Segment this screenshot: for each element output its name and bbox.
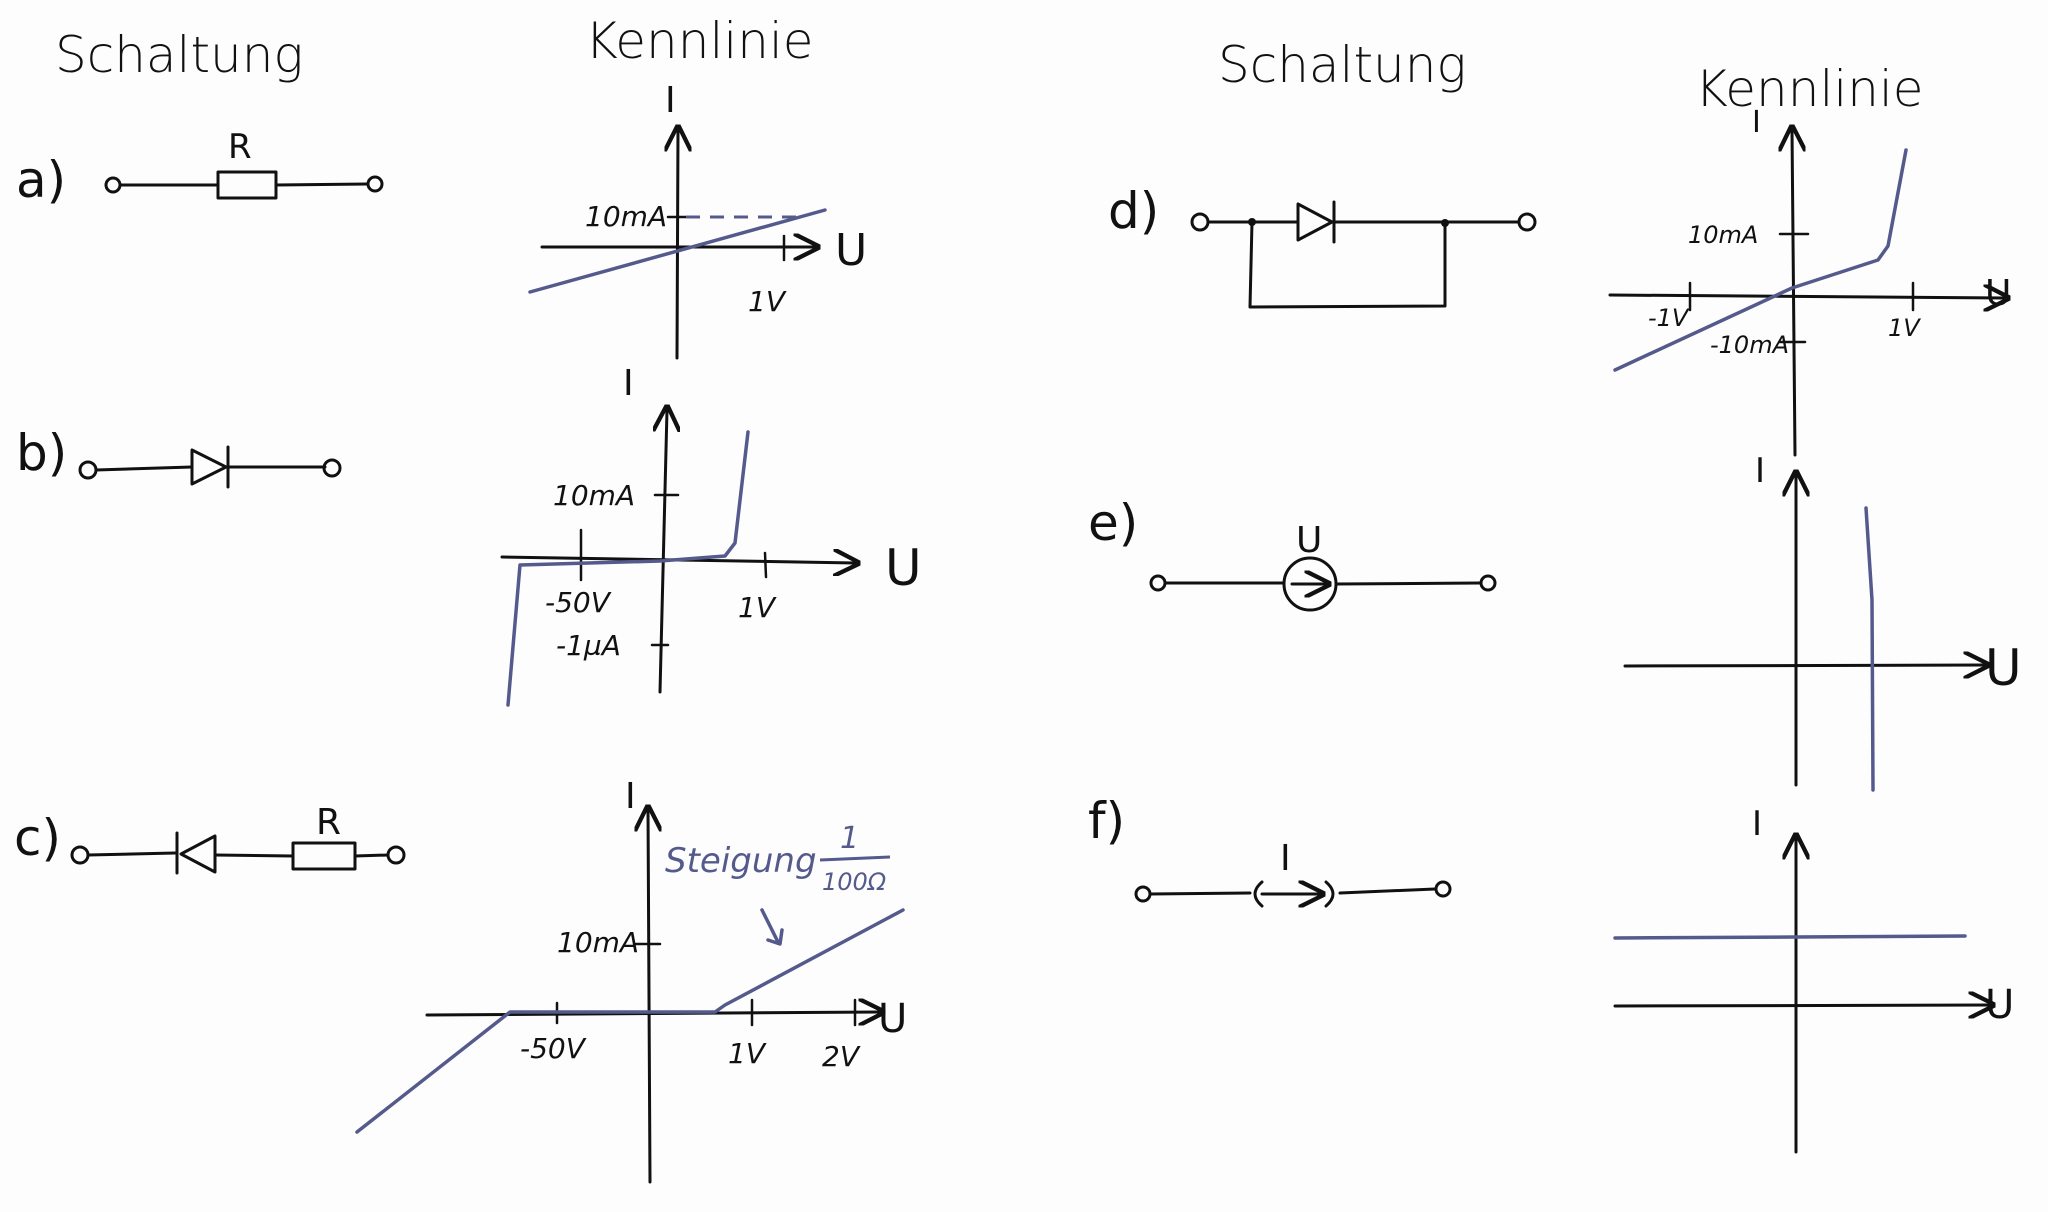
- header-schaltung-left: Schaltung: [55, 26, 303, 84]
- characteristic-a: I U 10mA 1V: [528, 80, 867, 360]
- axis-i-c: I: [625, 776, 636, 817]
- tick-neg50v-c: -50V: [520, 1032, 587, 1065]
- header-kennlinie-left: Kennlinie: [585, 12, 814, 70]
- source-label-f: I: [1280, 838, 1291, 879]
- axis-u-b: U: [885, 539, 922, 597]
- resistor-label-a: R: [228, 127, 252, 167]
- slope-denominator: 100Ω: [822, 868, 887, 896]
- row-label-e: e): [1088, 494, 1138, 552]
- header-schaltung-right: Schaltung: [1218, 36, 1466, 94]
- diode-symbol-d: [1296, 202, 1334, 242]
- tick-1v-c: 1V: [728, 1037, 767, 1070]
- axis-i-f: I: [1752, 804, 1762, 844]
- slope-numerator: 1: [840, 821, 859, 856]
- tick-2v-c: 2V: [822, 1040, 861, 1073]
- tick-1v-b: 1V: [738, 591, 777, 624]
- characteristic-e: I U: [1623, 451, 2022, 792]
- tick-10ma-a: 10mA: [585, 200, 667, 233]
- tick-neg1ua-b: -1µA: [556, 629, 621, 662]
- bypass-wire: [1248, 220, 1447, 309]
- tick-10ma-c: 10mA: [557, 926, 639, 959]
- tick-10ma-b: 10mA: [553, 479, 635, 512]
- circuit-a: a) R: [16, 127, 384, 209]
- axis-u-f: U: [1985, 982, 2014, 1028]
- row-label-a: a): [16, 151, 66, 209]
- diode-symbol: [190, 448, 228, 486]
- circuit-f: f) I: [1088, 792, 1452, 908]
- circuit-d: d): [1108, 182, 1537, 309]
- resistor-label-c: R: [316, 802, 341, 843]
- row-label-b: b): [16, 424, 67, 482]
- resistor-symbol: [216, 170, 278, 200]
- row-label-d: d): [1108, 182, 1159, 240]
- axis-i-b: I: [623, 363, 634, 404]
- slope-note: Steigung: [665, 841, 817, 881]
- tick-1v-d: 1V: [1888, 314, 1921, 342]
- header-kennlinie-right: Kennlinie: [1695, 60, 1924, 118]
- tick-10ma-d: 10mA: [1688, 221, 1758, 249]
- axis-i-d: I: [1752, 105, 1761, 140]
- circuit-c: c) R: [14, 802, 406, 875]
- tick-1v-a: 1V: [748, 285, 787, 318]
- tick-neg10ma-d: -10mA: [1710, 331, 1789, 359]
- axis-i-e: I: [1755, 451, 1765, 491]
- axis-i-a: I: [665, 80, 676, 121]
- axis-u-c: U: [878, 996, 907, 1042]
- tick-neg50v-b: -50V: [545, 586, 612, 619]
- resistor-symbol-c: [291, 841, 357, 871]
- axis-u-d: U: [1985, 273, 2011, 314]
- diode-symbol-reverse: [179, 834, 217, 874]
- source-label-e: U: [1296, 520, 1322, 561]
- axis-u-a: U: [835, 225, 867, 276]
- characteristic-f: I U: [1613, 804, 2014, 1154]
- characteristic-b: I U 10mA -50V 1V -1µA: [500, 363, 922, 707]
- row-label-f: f): [1088, 792, 1125, 850]
- characteristic-c: I U 10mA -50V 1V 2V Steigung 1 100Ω: [355, 776, 907, 1184]
- circuit-b: b): [16, 424, 342, 489]
- circuit-e: e) U: [1088, 494, 1497, 612]
- tick-neg1v-d: -1V: [1648, 304, 1690, 332]
- row-label-c: c): [14, 809, 61, 867]
- characteristic-d: I U 10mA -1V 1V -10mA: [1608, 105, 2011, 457]
- axis-u-e: U: [1985, 639, 2022, 697]
